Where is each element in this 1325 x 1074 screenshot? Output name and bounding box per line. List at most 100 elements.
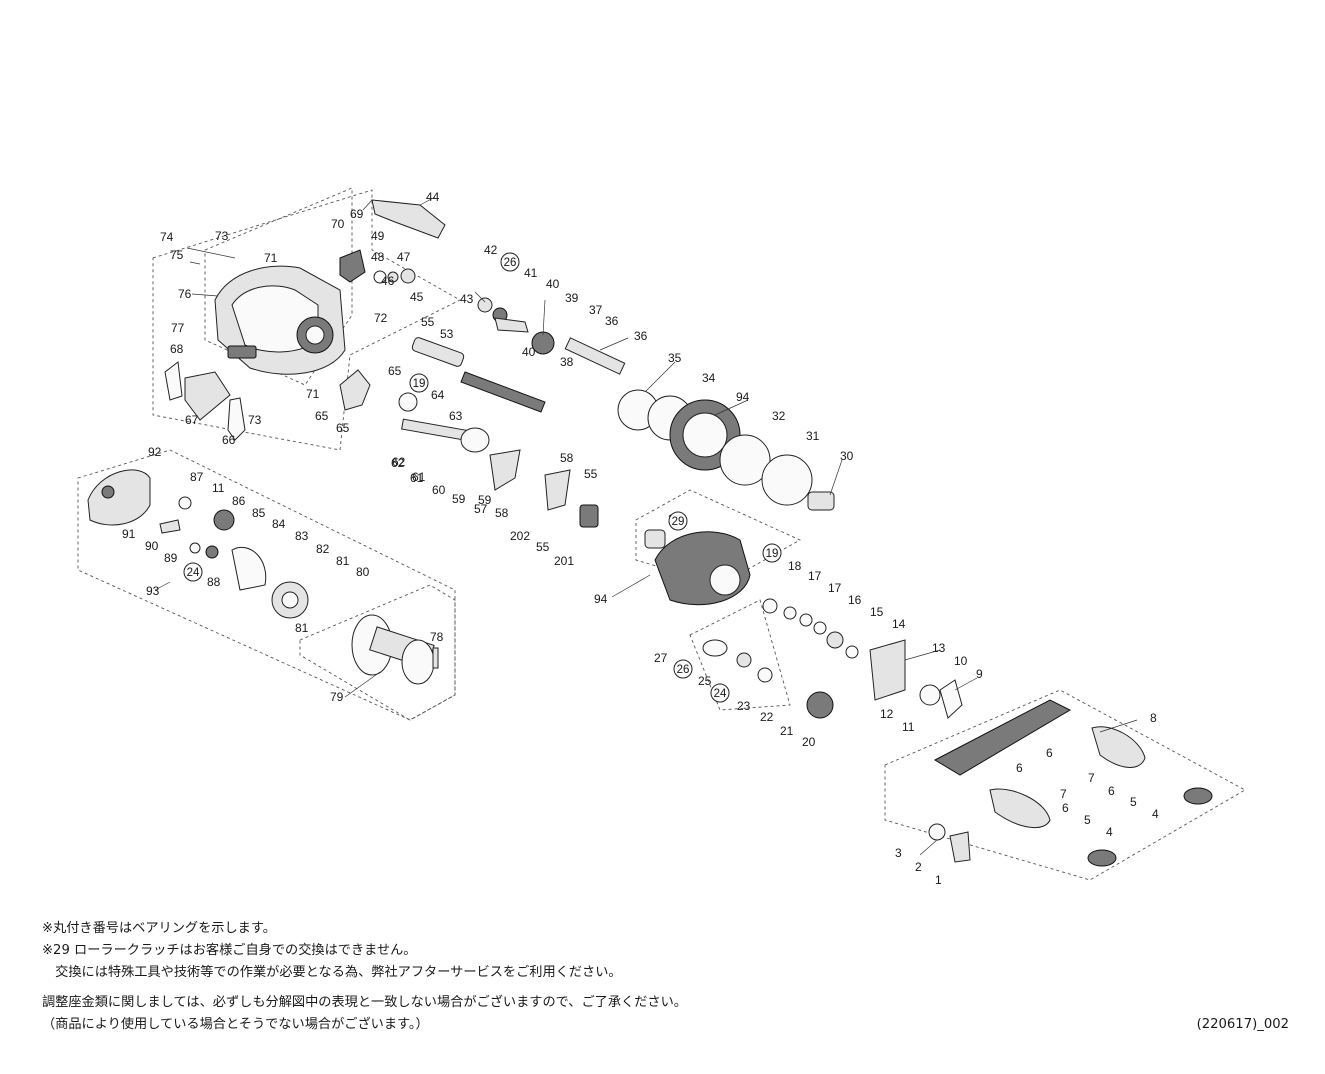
part-label: 64 xyxy=(431,388,445,402)
bearing-label: 24 xyxy=(714,688,727,700)
part-label: 71 xyxy=(306,387,320,401)
part-label: 7 xyxy=(1060,787,1067,801)
part-label: 23 xyxy=(737,699,751,713)
bearing-label: 29 xyxy=(672,516,685,528)
part-label: 87 xyxy=(190,470,204,484)
part-label: 73 xyxy=(215,229,229,243)
part-label: 70 xyxy=(331,217,345,231)
part-label: 85 xyxy=(252,506,266,520)
part-label: 60 xyxy=(432,483,446,497)
part-label: 6 xyxy=(1108,784,1115,798)
part-label: 45 xyxy=(410,290,424,304)
part-label: 39 xyxy=(565,291,579,305)
level-wind-assembly xyxy=(339,337,599,528)
frame-inner-box xyxy=(204,187,353,386)
part-label: 92 xyxy=(148,445,162,459)
part-label: 38 xyxy=(560,355,574,369)
part-label: 65 xyxy=(315,409,329,423)
part-label: 68 xyxy=(170,342,184,356)
drive-shaft-gears xyxy=(477,297,835,511)
part-label: 82 xyxy=(316,542,330,556)
part-label: 42 xyxy=(484,243,498,257)
bearing-label: 26 xyxy=(504,257,517,269)
spool xyxy=(351,614,439,685)
part-label: 22 xyxy=(760,710,774,724)
part-label: 62 xyxy=(392,455,406,469)
part-label: 47 xyxy=(397,250,411,264)
part-label: 81 xyxy=(336,554,350,568)
part-label: 58 xyxy=(560,451,574,465)
drive-cover-box xyxy=(635,489,801,586)
handle-side-cover xyxy=(644,529,751,606)
part-label: 48 xyxy=(371,250,385,264)
part-label: 55 xyxy=(421,315,435,329)
part-label: 72 xyxy=(374,311,388,325)
part-label: 75 xyxy=(170,248,184,262)
part-label: 77 xyxy=(171,321,185,335)
bearing-label: 19 xyxy=(413,378,426,390)
part-label: 81 xyxy=(295,621,309,635)
thumb-rest-parts xyxy=(164,361,246,441)
part-label: 4 xyxy=(1152,807,1159,821)
part-label: 61 xyxy=(412,470,426,484)
part-label: 36 xyxy=(634,329,648,343)
bottom-tray-box xyxy=(689,599,791,711)
diagram-notes: ※丸付き番号はベアリングを示します。 ※29 ローラークラッチはお客様ご自身での… xyxy=(42,918,1042,1036)
part-label: 79 xyxy=(330,690,344,704)
note-spacer xyxy=(42,984,1042,992)
note-line: 交換には特殊工具や技術等での作業が必要となる為、弊社アフターサービスをご利用くだ… xyxy=(42,965,622,980)
part-label: 2 xyxy=(915,860,922,874)
part-label: 21 xyxy=(780,724,794,738)
part-label: 5 xyxy=(1084,813,1091,827)
part-label: 20 xyxy=(802,735,816,749)
part-label: 36 xyxy=(605,314,619,328)
part-label: 6 xyxy=(1016,761,1023,775)
part-label: 11 xyxy=(212,481,225,495)
part-label: 16 xyxy=(848,593,862,607)
handle-group-box xyxy=(884,689,1246,881)
note-line: 調整座金類に関しましては、必ずしも分解図中の表現と一致しない場合がございますので… xyxy=(42,995,687,1010)
bearing-labels: 26 19 29 19 26 24 24 xyxy=(183,252,782,703)
side-plate-assembly xyxy=(87,469,309,619)
part-label: 53 xyxy=(440,327,454,341)
part-label: 13 xyxy=(932,641,946,655)
part-label: 27 xyxy=(654,651,668,665)
part-label: 57 xyxy=(474,502,488,516)
document-code: (220617)_002 xyxy=(1196,1017,1289,1032)
part-label: 41 xyxy=(524,266,538,280)
part-label: 63 xyxy=(449,409,463,423)
part-label: 35 xyxy=(668,351,682,365)
part-label: 9 xyxy=(976,667,983,681)
part-label: 65 xyxy=(388,364,402,378)
part-label: 80 xyxy=(356,565,370,579)
part-label: 69 xyxy=(350,207,364,221)
frame-group-box xyxy=(152,189,461,451)
part-label: 88 xyxy=(207,575,221,589)
part-label: 31 xyxy=(806,429,820,443)
part-label: 4 xyxy=(1106,825,1113,839)
part-label: 202 xyxy=(510,529,530,543)
note-line: ※丸付き番号はベアリングを示します。 xyxy=(42,921,276,936)
part-label: 25 xyxy=(698,674,712,688)
part-label: 34 xyxy=(702,371,716,385)
frame-body xyxy=(214,265,346,375)
part-label: 40 xyxy=(546,277,560,291)
part-label: 74 xyxy=(160,230,174,244)
part-label: 44 xyxy=(426,190,440,204)
part-label: 59 xyxy=(478,493,492,507)
part-label: 1 xyxy=(935,873,942,887)
part-label: 55 xyxy=(536,540,550,554)
part-label: 37 xyxy=(589,303,603,317)
bearing-label: 19 xyxy=(766,548,779,560)
part-label: 94 xyxy=(594,592,608,606)
part-label: 43 xyxy=(460,292,474,306)
part-label: 55 xyxy=(584,467,598,481)
bearing-label: 26 xyxy=(677,664,690,676)
part-label: 6 xyxy=(1062,801,1069,815)
part-label: 86 xyxy=(232,494,246,508)
part-label: 59 xyxy=(452,492,466,506)
spool-group-box xyxy=(299,584,456,721)
part-label: 93 xyxy=(146,584,160,598)
part-label: 8 xyxy=(1150,711,1157,725)
part-label: 7 xyxy=(1088,771,1095,785)
